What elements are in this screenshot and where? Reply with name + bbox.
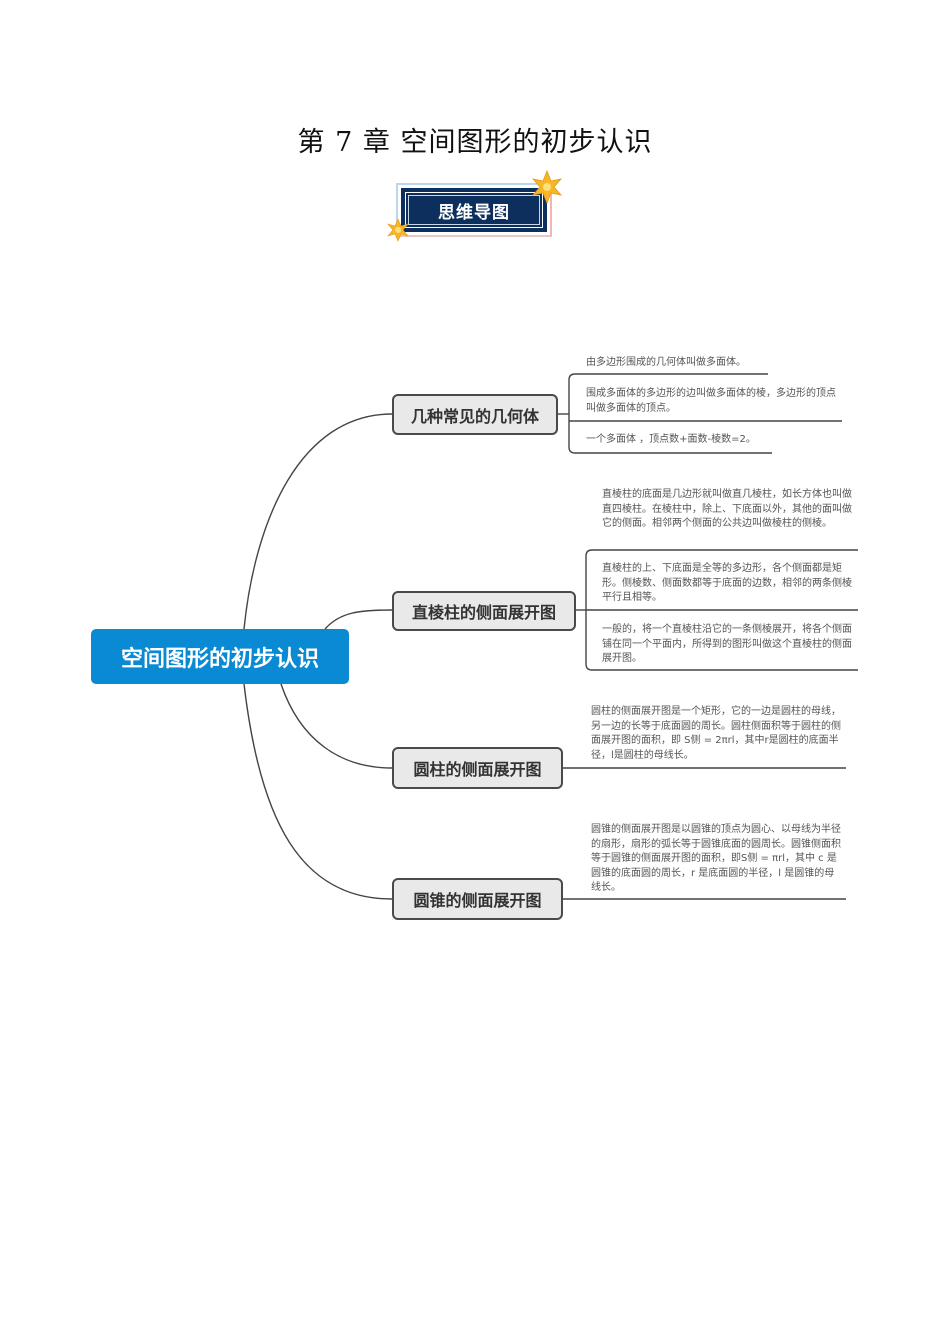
topic-common-solids[interactable]: 几种常见的几何体 (392, 394, 558, 435)
topic-cylinder-net[interactable]: 圆柱的侧面展开图 (392, 747, 563, 789)
leaf-text: 围成多面体的多边形的边叫做多面体的棱，多边形的顶点叫做多面体的顶点。 (586, 388, 836, 414)
star-icon (531, 170, 563, 204)
topic-cone-net[interactable]: 圆锥的侧面展开图 (392, 878, 563, 920)
star-icon (387, 218, 409, 242)
page-title: 第 7 章 空间图形的初步认识 (297, 127, 653, 158)
connector-branch-2 (324, 609, 393, 630)
topic-right-prism-net[interactable]: 直棱柱的侧面展开图 (392, 591, 576, 631)
connector-branch-3 (280, 683, 393, 769)
connector-branch-4 (243, 683, 393, 900)
leaf-text: 圆锥的侧面展开图是以圆锥的顶点为圆心、以母线为半径的扇形，扇形的弧长等于圆锥底面… (591, 824, 841, 893)
leaf-text: 圆柱的侧面展开图是一个矩形，它的一边是圆柱的母线，另一边的长等于底面圆的周长。圆… (591, 706, 841, 761)
leaf-text: 直棱柱的上、下底面是全等的多边形，各个侧面都是矩形。侧棱数、侧面数都等于底面的边… (602, 563, 852, 603)
leaf-text: 由多边形围成的几何体叫做多面体。 (586, 357, 746, 368)
connector-branch-1 (243, 413, 393, 630)
leaf-text: 直棱柱的底面是几边形就叫做直几棱柱，如长方体也叫做直四棱柱。在棱柱中，除上、下底… (602, 489, 852, 529)
badge-label: 思维导图 (438, 202, 510, 223)
mindmap-root-node[interactable]: 空间图形的初步认识 (91, 629, 349, 684)
leaf-text: 一般的，将一个直棱柱沿它的一条侧棱展开，将各个侧面铺在同一个平面内，所得到的图形… (602, 624, 852, 664)
leaf-text: 一个多面体 ，顶点数+面数-棱数=2。 (586, 434, 756, 445)
mindmap-badge: 思维导图 (396, 183, 552, 237)
